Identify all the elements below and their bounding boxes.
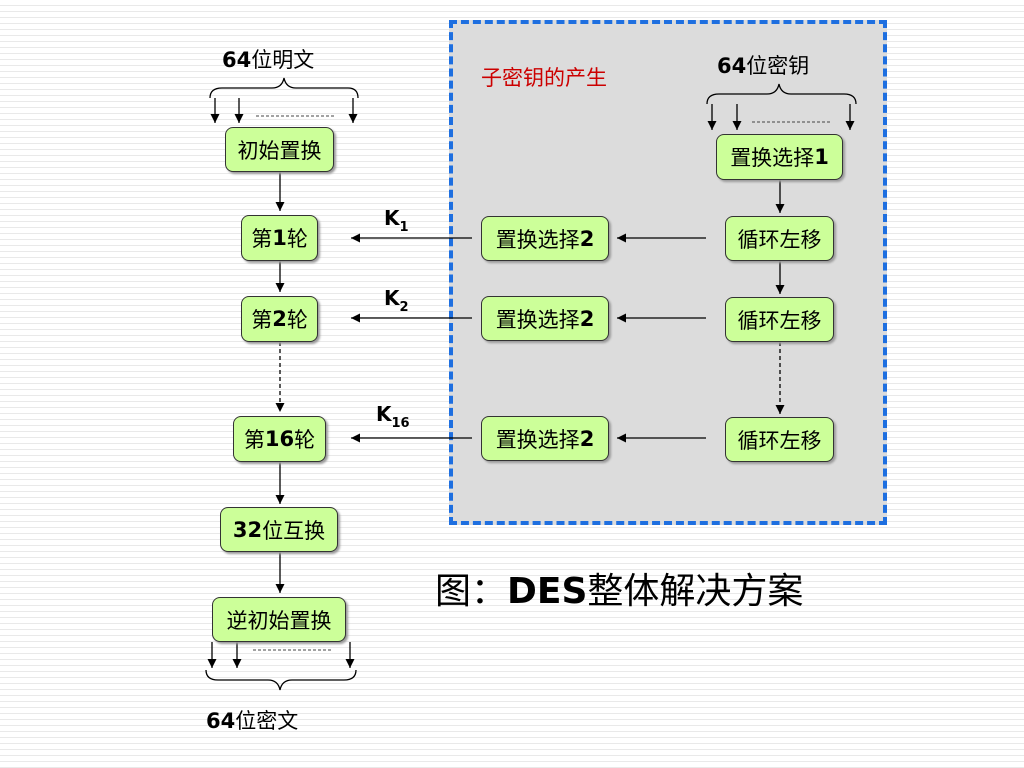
subkey-k16-label: K16 (376, 402, 410, 431)
panel-title: 子密钥的产生 (481, 66, 607, 90)
key-label: 64位密钥 (717, 54, 810, 78)
left-shift-2-box: 循环左移 (725, 297, 834, 342)
left-shift-1-box: 循环左移 (725, 216, 834, 261)
ciphertext-brace (205, 669, 357, 691)
ciphertext-label: 64位密文 (206, 709, 299, 733)
subkey-k1-label: K1 (384, 206, 409, 235)
key-brace (706, 83, 857, 105)
inverse-initial-permutation-box: 逆初始置换 (212, 597, 346, 642)
plaintext-brace (209, 77, 359, 99)
subkey-k2-label: K2 (384, 286, 409, 315)
initial-permutation-box: 初始置换 (225, 127, 334, 172)
plaintext-label: 64位明文 (222, 48, 315, 72)
left-shift-16-box: 循环左移 (725, 417, 834, 462)
figure-caption: 图：DES整体解决方案 (435, 571, 804, 612)
